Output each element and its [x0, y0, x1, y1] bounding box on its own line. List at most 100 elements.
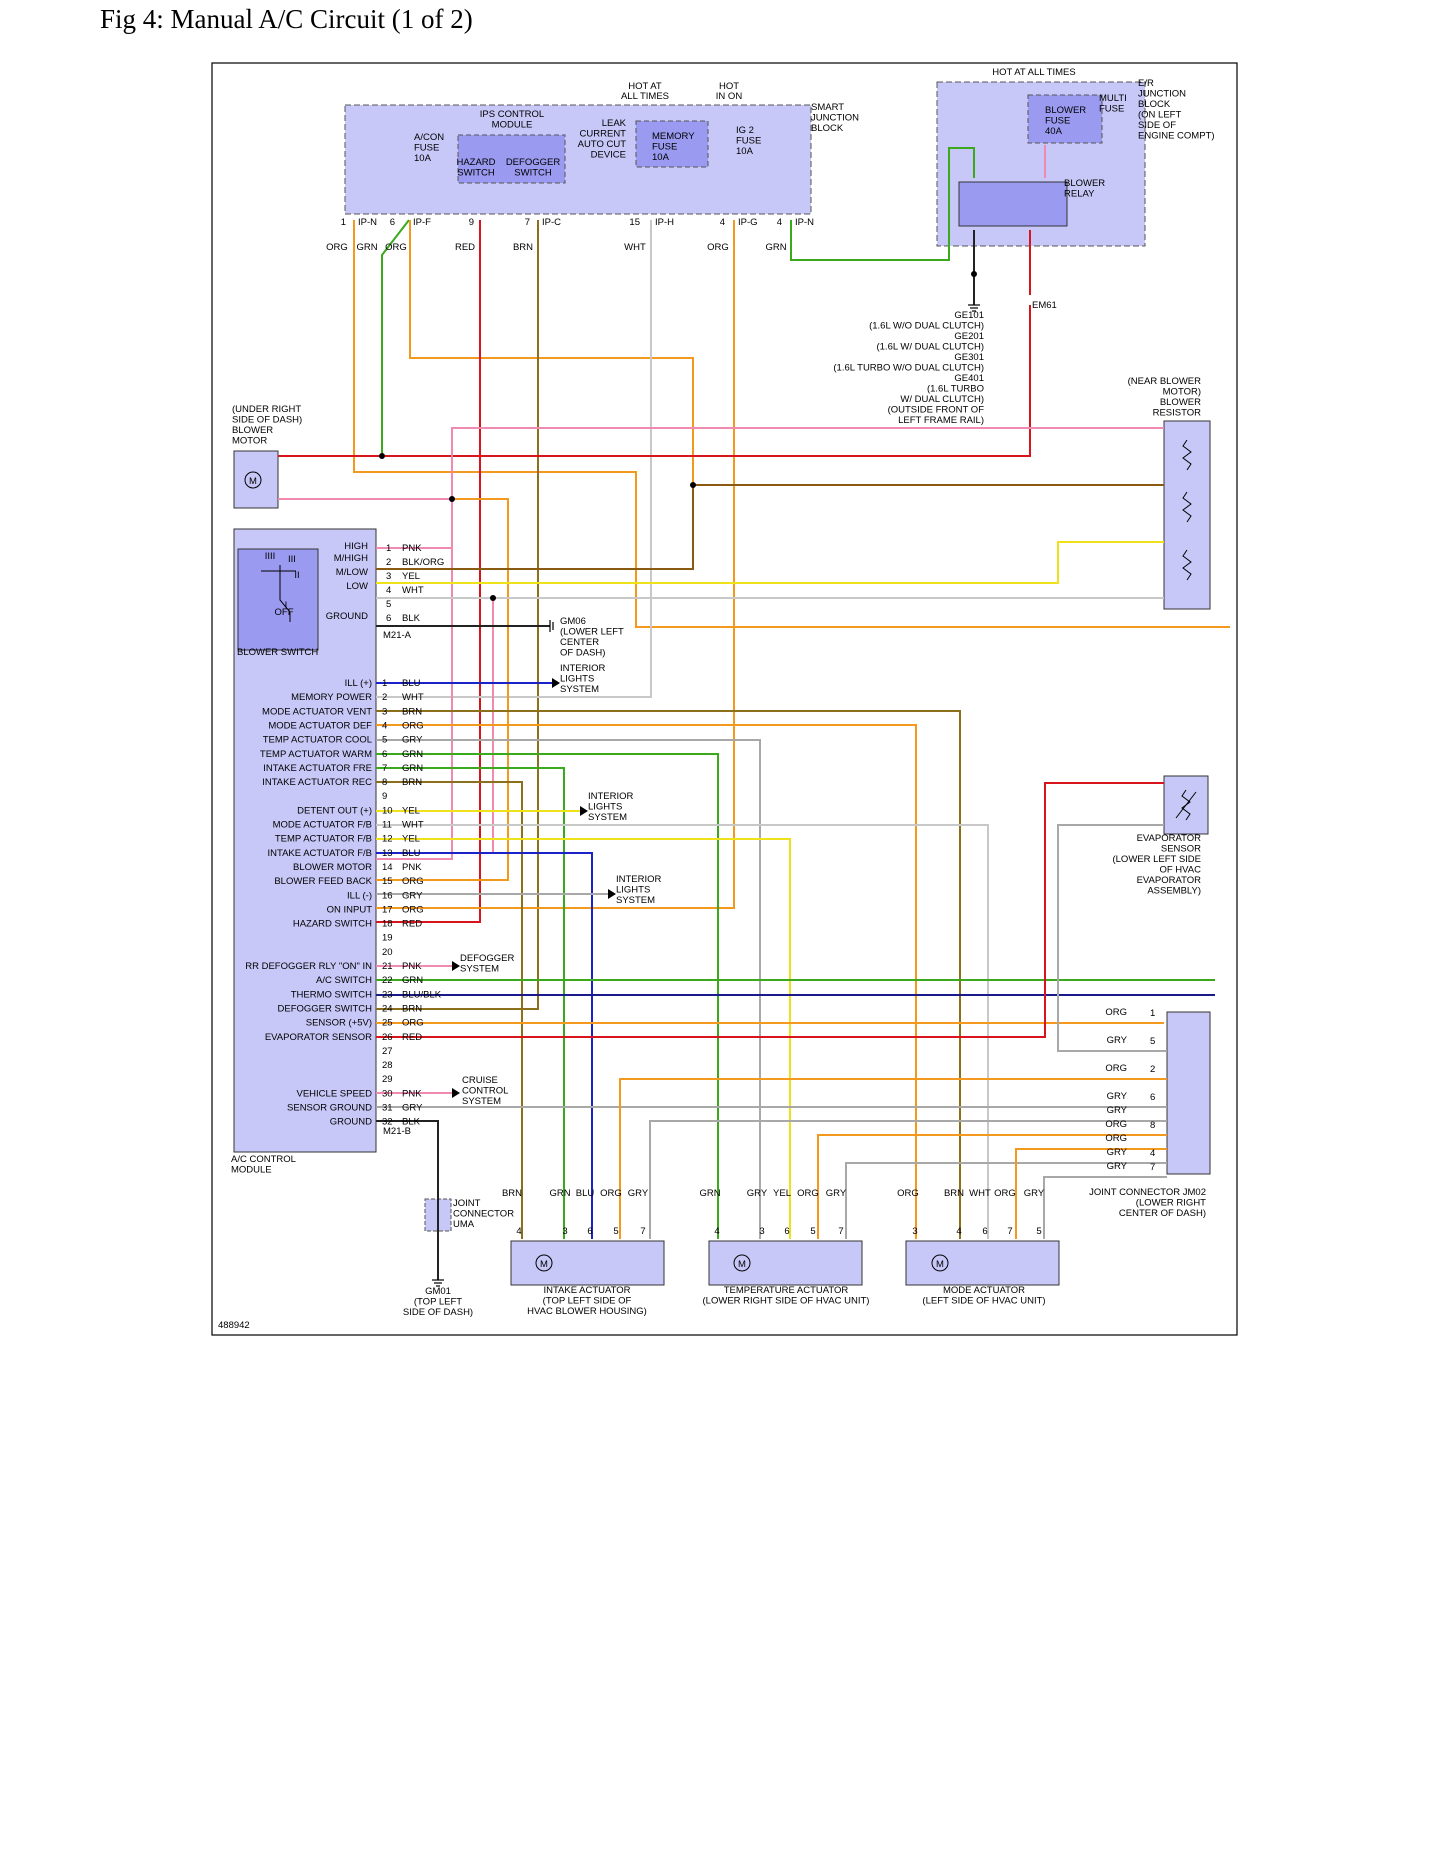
blower-motor-label: MOTOR: [232, 436, 267, 447]
interior-lights-label: SYSTEM: [616, 895, 655, 906]
gm06-ground-label: CENTER: [560, 637, 599, 648]
cruise-control-label: SYSTEM: [462, 1096, 501, 1107]
hazard-switch-label: HAZARD: [456, 157, 495, 168]
wire-color-label: ORG: [1105, 1119, 1127, 1130]
hot-in-on-label: IN ON: [716, 91, 743, 102]
module-b-pin: 1: [382, 678, 387, 689]
blower-switch-box: [237, 548, 319, 651]
actuator-pin: 5: [810, 1226, 815, 1237]
wire-color-label: PNK: [402, 543, 422, 554]
wire-color-label: GRY: [402, 1103, 423, 1114]
module-b-pin-label: INTAKE ACTUATOR F/B: [267, 848, 372, 859]
switch-contacts: [279, 565, 291, 622]
module-b-pin: 24: [382, 1003, 393, 1014]
jm02-pin: 4: [1150, 1148, 1155, 1159]
wire-color-label: WHT: [402, 585, 424, 596]
module-a-pin: 1: [386, 543, 391, 554]
joint-connector-uma-label: JOINT: [453, 1198, 481, 1209]
temp-motor-icon: [733, 1254, 751, 1272]
wire-color-label: GRY: [747, 1188, 768, 1199]
interior-lights-label: LIGHTS: [588, 802, 622, 813]
module-b-pin-label: MODE ACTUATOR VENT: [262, 706, 372, 717]
wire-color-label: ORG: [797, 1188, 819, 1199]
actuator-pin: 3: [912, 1226, 917, 1237]
module-b-pin: 6: [382, 749, 387, 760]
interior-lights-label: INTERIOR: [588, 791, 634, 802]
module-b-pin: 15: [382, 876, 393, 887]
module-b-pin-label: GROUND: [330, 1117, 372, 1128]
multi-fuse-label: FUSE: [1099, 104, 1124, 115]
actuator-pin: 6: [784, 1226, 789, 1237]
module-a-pin: 4: [386, 585, 391, 596]
top-connector-name: IP-F: [413, 217, 431, 228]
wire-color-label: GRN: [549, 1188, 570, 1199]
wire-color-label: PNK: [402, 862, 422, 873]
module-b-pin-label: RR DEFOGGER RLY "ON" IN: [245, 961, 372, 972]
module-b-pin-label: VEHICLE SPEED: [297, 1088, 373, 1099]
wire-red-hazard: [376, 220, 481, 923]
temperature-actuator-label: TEMPERATURE ACTUATOR: [724, 1285, 849, 1296]
blower-resistor-box: [1163, 420, 1211, 610]
smart-junction-block-label: BLOCK: [811, 123, 844, 134]
module-b-pin-label: DETENT OUT (+): [297, 805, 372, 816]
wire-pnk-resistor: [376, 427, 1164, 549]
evaporator-sensor-label: OF HVAC: [1159, 865, 1201, 876]
actuator-pin: 7: [838, 1226, 843, 1237]
wire-color-label: BRN: [402, 706, 422, 717]
leak-current-device-label: AUTO CUT: [578, 139, 627, 150]
connector-m21b: M21-B: [383, 1126, 411, 1137]
wire-color-label: GRY: [1107, 1105, 1128, 1116]
wire-color-label: ORG: [326, 242, 348, 253]
memory-fuse-label: MEMORY: [652, 131, 695, 142]
actuator-pin: 4: [956, 1226, 961, 1237]
blower-switch-position: M/LOW: [336, 567, 368, 578]
top-connector-pin: 1: [341, 217, 346, 228]
blower-fuse-label: 40A: [1045, 126, 1063, 137]
er-junction-block-label: ENGINE COMPT): [1138, 131, 1215, 142]
ground-ge101-label: GE201: [954, 331, 984, 342]
actuator-pin: 5: [1036, 1226, 1041, 1237]
module-b-pin-label: INTAKE ACTUATOR FRE: [263, 763, 372, 774]
splice-dot: [379, 453, 385, 459]
ac-control-module-label: MODULE: [231, 1165, 272, 1176]
memory-fuse-box: [635, 120, 709, 168]
ground-ge101-label: (1.6L W/O DUAL CLUTCH): [869, 321, 984, 332]
wire-color-label: BRN: [513, 242, 533, 253]
module-b-pin: 9: [382, 791, 387, 802]
gm06-ground-label: (LOWER LEFT: [560, 627, 624, 638]
evaporator-sensor-label: EVAPORATOR: [1137, 833, 1202, 844]
cruise-control-label: CONTROL: [462, 1086, 508, 1097]
wire-color-label: ORG: [1105, 1133, 1127, 1144]
wire-grn-intake-fre: [376, 767, 565, 1239]
hazard-defogger-switch-box: [457, 134, 566, 184]
wire-color-label: ORG: [1105, 1063, 1127, 1074]
module-b-pin: 7: [382, 763, 387, 774]
top-connector-name: IP-N: [358, 217, 377, 228]
module-b-pin: 4: [382, 720, 387, 731]
wire-color-label: GRY: [1107, 1091, 1128, 1102]
wire-org-mode-def: [376, 724, 917, 1239]
wire-brn-intake-rec: [376, 781, 523, 1239]
ground-ge101-label: GE401: [954, 373, 984, 384]
wire-color-label: YEL: [402, 571, 420, 582]
wire-color-label: RED: [455, 242, 475, 253]
memory-fuse-label: 10A: [652, 152, 670, 163]
leak-current-device-label: DEVICE: [591, 150, 626, 161]
gm01-ground-label: GM01: [425, 1286, 451, 1297]
blower-switch-label: BLOWER SWITCH: [237, 647, 318, 658]
ground-ge101-label: (OUTSIDE FRONT OF: [888, 405, 985, 416]
er-junction-block-label: (ON LEFT: [1138, 110, 1181, 121]
wire-org-acon: [353, 220, 1230, 628]
arrow-interior-lights-1: [552, 678, 560, 688]
hot-at-all-times-label: ALL TIMES: [621, 91, 669, 102]
defogger-system-label: SYSTEM: [460, 964, 499, 975]
wire-pnk-motor-b: [376, 499, 453, 860]
top-connector-pin: 4: [777, 217, 782, 228]
module-a-pin: 5: [386, 599, 391, 610]
defogger-switch-label: DEFOGGER: [506, 157, 561, 168]
joint-connector-uma-label: UMA: [453, 1219, 475, 1230]
interior-lights-label: INTERIOR: [560, 663, 606, 674]
blower-motor-box: [233, 450, 279, 509]
wire-color-label: ORG: [707, 242, 729, 253]
arrow-cruise-control: [452, 1088, 460, 1098]
